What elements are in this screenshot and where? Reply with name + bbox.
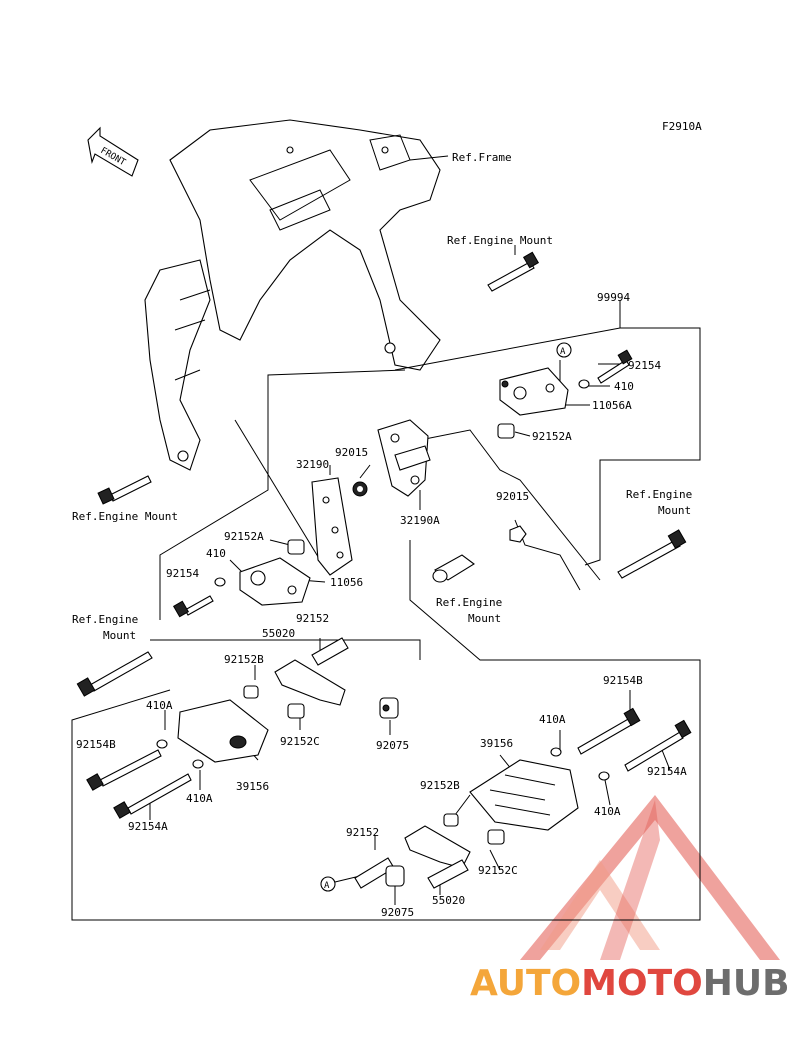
frame-drawing: [144, 119, 441, 471]
washer-410-top: [578, 379, 590, 389]
label-11056: 11056: [330, 576, 363, 589]
collar-92152A-top: [497, 423, 515, 439]
label-ref-engine-mount-mid-l1: Ref.Engine: [436, 596, 502, 609]
bolt-engine-mount-lower-left: [76, 651, 153, 697]
label-ref-engine-mount-right-l2: Mount: [658, 504, 691, 517]
label-92152B-left: 92152B: [224, 653, 264, 666]
nut-92015-b: [509, 525, 527, 543]
bolt-92154A-left: [113, 773, 192, 819]
label-92015-a: 92015: [335, 446, 368, 459]
slider-39156-right: [469, 759, 579, 831]
label-55020-left: 55020: [262, 627, 295, 640]
label-92152B-right: 92152B: [420, 779, 460, 792]
label-92075-left: 92075: [376, 739, 409, 752]
front-arrow-icon: FRONT: [87, 126, 139, 177]
svg-text:A: A: [324, 881, 330, 891]
label-32190A: 32190A: [400, 514, 440, 527]
slider-39156-left: [177, 699, 269, 763]
label-92152A-left: 92152A: [224, 530, 264, 543]
bolt-92154B-left: [86, 749, 162, 791]
label-92154-left: 92154: [166, 567, 199, 580]
bolt-92154B-right: [577, 707, 641, 755]
watermark-text: AUTOMOTOHUB: [470, 963, 790, 1004]
callout-a-top: A: [556, 342, 572, 358]
label-92015-b: 92015: [496, 490, 529, 503]
label-ref-engine-mount-mid-l2: Mount: [468, 612, 501, 625]
label-92154B-right: 92154B: [603, 674, 643, 687]
label-92152-right: 92152: [346, 826, 379, 839]
label-92154-top: 92154: [628, 359, 661, 372]
label-92154A-left: 92154A: [128, 820, 168, 833]
label-39156-right: 39156: [480, 737, 513, 750]
rubber-92075-right: [385, 865, 405, 887]
label-ref-engine-mount-low-l1: Ref.Engine: [72, 613, 138, 626]
plate-55020-left: [274, 659, 346, 706]
collar-92152B-right: [443, 813, 459, 827]
leader-lines: [71, 155, 701, 921]
rubber-92075-left: [379, 697, 399, 719]
bolt-92154-top: [597, 349, 633, 384]
collar-92152-left: [311, 637, 349, 666]
label-410-left: 410: [206, 547, 226, 560]
label-410-top: 410: [614, 380, 634, 393]
label-92075-right: 92075: [381, 906, 414, 919]
label-92154A-right: 92154A: [647, 765, 687, 778]
callout-a-bottom: A: [320, 876, 336, 892]
label-410A-left-1: 410A: [146, 699, 173, 712]
label-ref-engine-mount-right-l1: Ref.Engine: [626, 488, 692, 501]
label-ref-engine-mount-low-l2: Mount: [103, 629, 136, 642]
washer-410A-right-1: [550, 747, 562, 757]
bolt-engine-mount-right: [617, 529, 687, 579]
collar-92152B-left: [243, 685, 259, 699]
label-ref-frame: Ref.Frame: [452, 151, 512, 164]
bracket-32190A: [377, 419, 431, 497]
bolt-92154-left: [172, 595, 214, 618]
bracket-11056A: [499, 367, 569, 416]
bolt-92154A-right: [624, 719, 692, 772]
washer-410A-left-2: [192, 759, 204, 769]
bolt-engine-mount-left: [97, 475, 152, 505]
label-410A-left-2: 410A: [186, 792, 213, 805]
washer-410A-left-1: [156, 739, 168, 749]
washer-410A-right-2: [598, 771, 610, 781]
label-92154B-left: 92154B: [76, 738, 116, 751]
part-labels: Ref.Frame Ref.Engine Mount Ref.Engine Mo…: [72, 151, 692, 919]
label-99994: 99994: [597, 291, 630, 304]
collar-long-right: [427, 859, 469, 889]
bracket-11056: [239, 557, 311, 606]
label-ref-engine-mount-top: Ref.Engine Mount: [447, 234, 553, 247]
bracket-32190: [311, 477, 353, 576]
label-92152-left: 92152: [296, 612, 329, 625]
figure-code: F2910A: [662, 120, 702, 133]
label-410A-right-2: 410A: [594, 805, 621, 818]
label-410A-right-1: 410A: [539, 713, 566, 726]
label-11056A: 11056A: [592, 399, 632, 412]
label-ref-engine-mount-left: Ref.Engine Mount: [72, 510, 178, 523]
collar-92152C-right: [487, 829, 505, 845]
label-92152C-left: 92152C: [280, 735, 320, 748]
rubber-mount-ref: [432, 554, 475, 583]
label-32190: 32190: [296, 458, 329, 471]
label-39156-left: 39156: [236, 780, 269, 793]
collar-92152A-left: [287, 539, 305, 555]
collar-92152C-left: [287, 703, 305, 719]
label-92152C-right: 92152C: [478, 864, 518, 877]
label-55020-right: 55020: [432, 894, 465, 907]
label-92152A-top: 92152A: [532, 430, 572, 443]
nut-92015-a: [352, 481, 368, 497]
bolt-engine-mount-top: [487, 251, 540, 292]
washer-410-left: [214, 577, 226, 587]
svg-text:A: A: [560, 347, 566, 357]
